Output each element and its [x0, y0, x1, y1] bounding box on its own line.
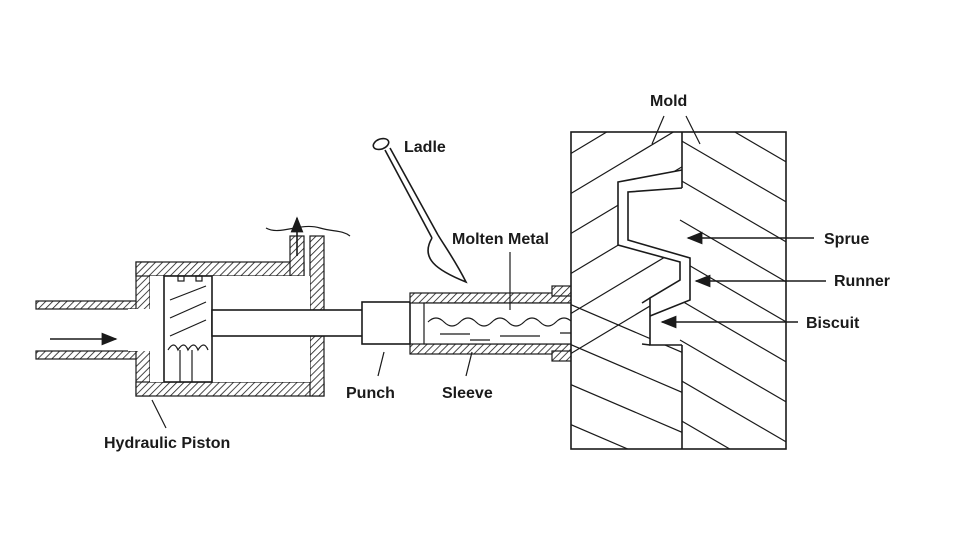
label-ladle: Ladle: [404, 139, 446, 156]
label-runner: Runner: [834, 273, 890, 290]
leader-lines: [151, 115, 826, 429]
piston-head: [163, 275, 213, 383]
label-sprue: Sprue: [824, 231, 869, 248]
label-hydraulic-piston: Hydraulic Piston: [104, 435, 230, 452]
label-biscuit: Biscuit: [806, 315, 860, 332]
punch: [361, 301, 411, 345]
mold: [570, 131, 787, 450]
label-punch: Punch: [346, 385, 395, 402]
label-molten-metal: Molten Metal: [452, 231, 549, 248]
ladle: [372, 137, 468, 284]
label-mold: Mold: [650, 93, 687, 110]
hydraulic-cylinder: [35, 216, 367, 397]
label-sleeve: Sleeve: [442, 385, 493, 402]
